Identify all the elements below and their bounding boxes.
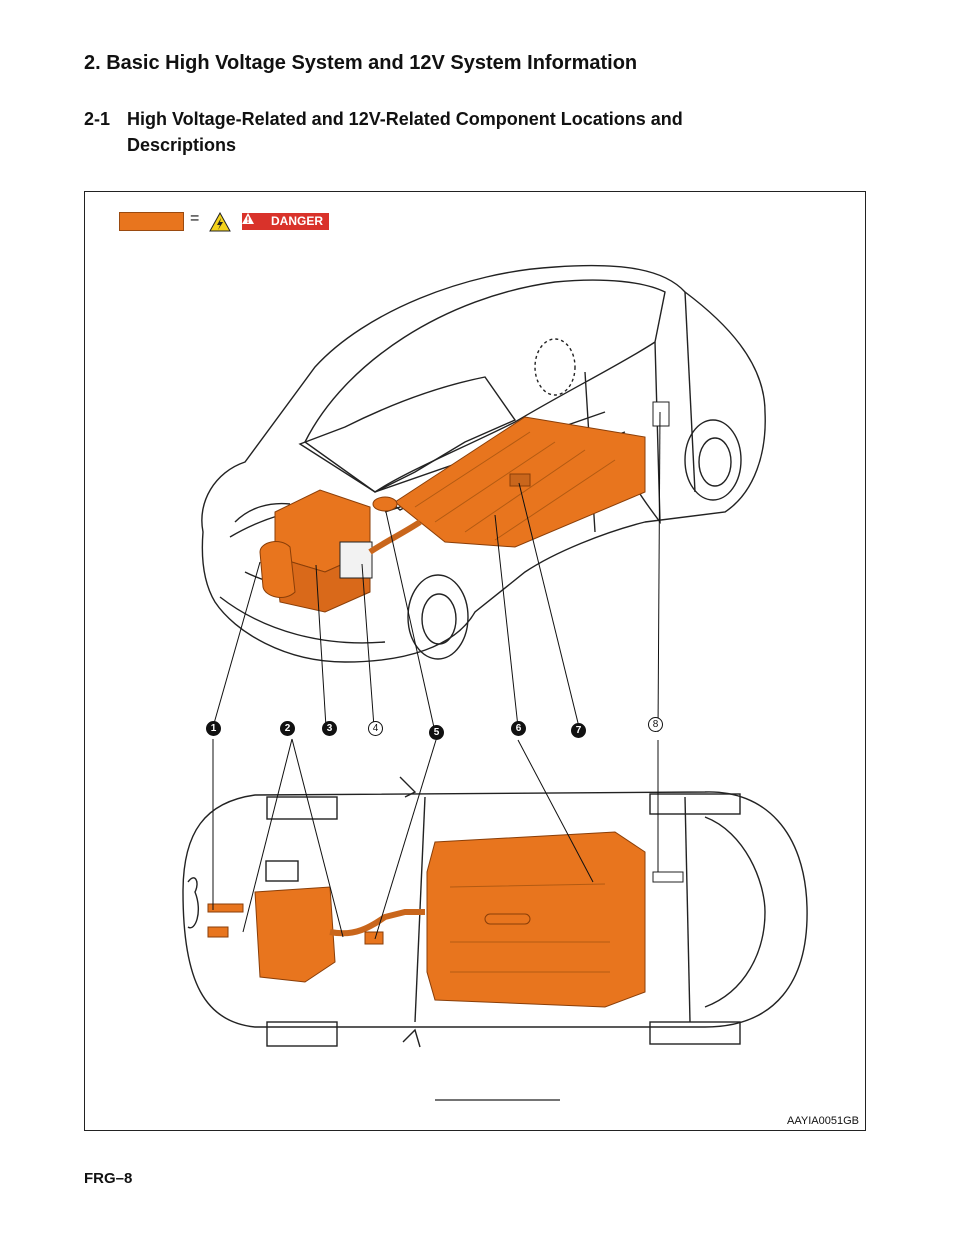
traction-motor: [259, 541, 296, 598]
leader-lines-lower: [212, 738, 659, 940]
vehicle-illustration: [182, 264, 808, 1101]
callout-3: 3: [322, 721, 337, 736]
high-voltage-cable: [368, 519, 422, 555]
page-number: FRG–8: [84, 1170, 133, 1187]
12v-battery: [339, 541, 373, 579]
12v-component-rear-top: [652, 871, 684, 883]
section-heading: 2. Basic High Voltage System and 12V Sys…: [84, 52, 638, 74]
danger-label: DANGER: [242, 213, 329, 230]
high-voltage-warning-icon: [209, 212, 231, 232]
callout-7: 7: [571, 723, 586, 738]
power-delivery-module-top: [254, 886, 336, 983]
subsection-number: 2-1: [84, 109, 111, 129]
high-voltage-cable-top: [329, 909, 425, 937]
high-voltage-components-top: [207, 831, 684, 1008]
subsection-title-line2: Descriptions: [127, 135, 237, 155]
callout-1: 1: [206, 721, 221, 736]
subsection-title-line1: High Voltage-Related and 12V-Related Com…: [127, 109, 683, 129]
subsection-heading: 2-1 High Voltage-Related and 12V-Related …: [84, 106, 844, 158]
callout-5: 5: [429, 725, 444, 740]
callout-4: 4: [368, 721, 383, 736]
callout-8: 8: [648, 717, 663, 732]
12v-component-rear: [652, 401, 670, 427]
callout-2: 2: [280, 721, 295, 736]
leader-lines-upper: [212, 411, 661, 733]
high-voltage-components-perspective: [259, 401, 670, 613]
component-location-figure: = DANGER 1 2 3 4 5 6 7 8 AAYIA0051GB: [84, 191, 866, 1131]
figure-code: AAYIA0051GB: [787, 1115, 859, 1127]
callout-6: 6: [511, 721, 526, 736]
li-ion-battery-pack-top: [426, 831, 646, 1008]
high-voltage-color-swatch: [119, 212, 184, 231]
danger-text: DANGER: [270, 214, 323, 228]
danger-triangle-icon: [242, 213, 254, 224]
legend-equals: =: [190, 210, 200, 227]
